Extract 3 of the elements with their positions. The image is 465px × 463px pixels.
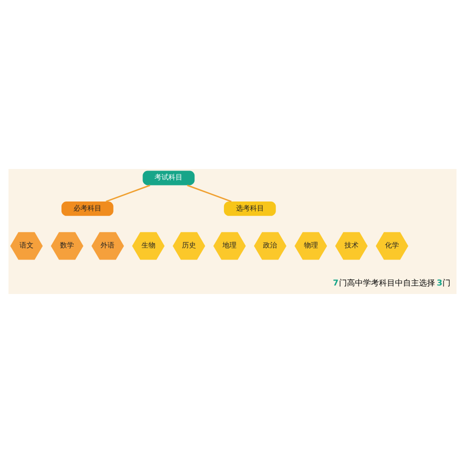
connector <box>187 184 232 202</box>
label: 7门高中学考科目中自主选择3门 <box>332 278 451 288</box>
connector <box>106 184 150 202</box>
